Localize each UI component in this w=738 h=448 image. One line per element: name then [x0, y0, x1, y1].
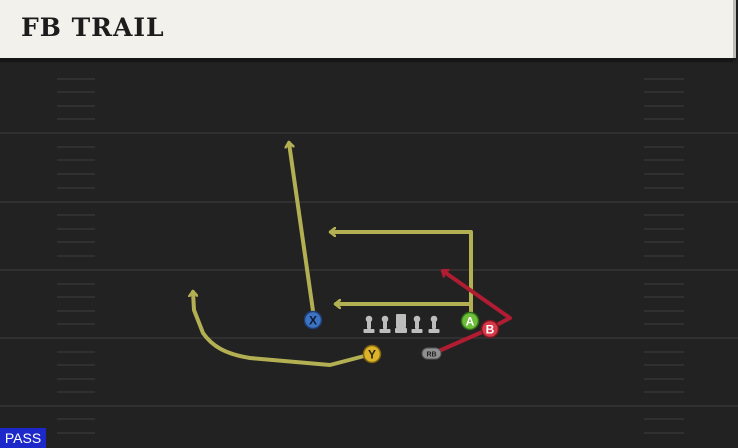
play-diagram: X A B Y RB — [0, 78, 738, 434]
player-y-marker — [362, 344, 382, 364]
route-y-wheel — [193, 292, 374, 367]
route-a-deep-in — [331, 232, 473, 314]
hash-marks-left — [57, 78, 95, 434]
hash-marks-right — [644, 78, 684, 434]
offensive-line — [363, 314, 440, 333]
lineman-icon — [363, 315, 375, 333]
routes — [193, 143, 512, 367]
route-x-go — [289, 143, 315, 313]
lineman-icon — [411, 315, 423, 333]
play-title: FB TRAIL — [21, 13, 165, 42]
player-x-label: X — [309, 314, 317, 328]
pass-badge: PASS — [0, 428, 46, 448]
player-rb-marker — [421, 347, 442, 360]
title-bar: FB TRAIL — [0, 0, 736, 62]
player-rb[interactable]: RB — [421, 347, 442, 360]
player-a-label: A — [466, 315, 475, 329]
lineman-icon — [379, 315, 391, 333]
player-x-marker — [303, 310, 323, 330]
lineman-icon — [428, 315, 440, 333]
player-y-label: Y — [368, 348, 376, 362]
player-b[interactable]: B — [480, 319, 500, 339]
player-x[interactable]: X — [303, 310, 323, 330]
player-b-label: B — [486, 323, 495, 337]
player-a-marker — [460, 311, 480, 331]
route-rb-block — [430, 327, 491, 356]
yard-lines — [0, 132, 738, 407]
player-rb-label: RB — [426, 352, 436, 359]
center-icon — [395, 314, 407, 333]
player-b-marker — [480, 319, 500, 339]
player-a[interactable]: A — [460, 311, 480, 331]
player-y[interactable]: Y — [362, 344, 382, 364]
